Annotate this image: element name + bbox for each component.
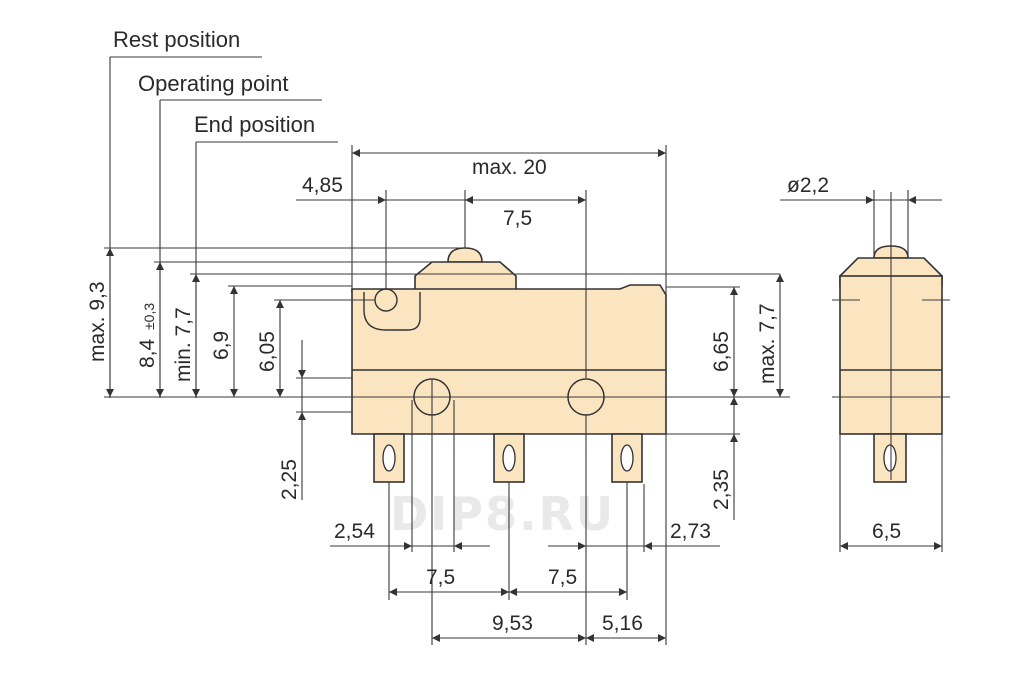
dim-pin-height-left: 2,25 [278,459,301,500]
dim-pin-offset-left: 2,54 [334,520,375,543]
dim-hole-to-end: 5,16 [602,612,643,635]
extension-lines [104,145,943,645]
dim-min-height: min. 7,7 [172,307,195,382]
terminal-middle [493,433,525,483]
label-operating-point: Operating point [138,71,288,96]
dim-hole-height: 6,05 [256,331,279,372]
front-view [351,247,667,483]
actuator-cap [414,261,517,291]
dim-side-width: 6,5 [872,520,901,543]
dim-body-height: 6,65 [710,331,733,372]
dim-end-height: 6,9 [210,331,233,360]
dim-pin-offset-right: 2,73 [670,520,711,543]
dim-pin-height-right: 2,35 [710,469,733,510]
dim-overall-length: max. 20 [472,156,547,179]
dim-operating-tolerance: ±0,3 [141,303,157,330]
label-rest-position: Rest position [113,27,240,52]
label-end-position: End position [194,112,315,137]
upper-mount-hole [374,288,398,312]
switch-housing [351,284,667,435]
side-view [832,192,950,483]
dim-pin-pitch-2: 7,5 [548,566,577,589]
terminal-right [611,433,643,483]
dim-pin-pitch-1: 7,5 [426,566,455,589]
dim-hole-offset: 4,85 [302,174,343,197]
dim-body-height-max: max. 7,7 [756,303,779,384]
actuator-plunger [447,247,483,263]
watermark: DIP8.RU [390,487,615,541]
upper-mount-boss [363,292,421,331]
dim-max-height: max. 9,3 [86,281,109,362]
dim-actuator-to-hole: 7,5 [503,207,532,230]
dim-hole-pitch: 9,53 [492,612,533,635]
dim-actuator-diameter: ø2,2 [787,174,829,197]
dim-operating-height: 8,4 [136,338,159,368]
terminal-left [373,433,405,483]
